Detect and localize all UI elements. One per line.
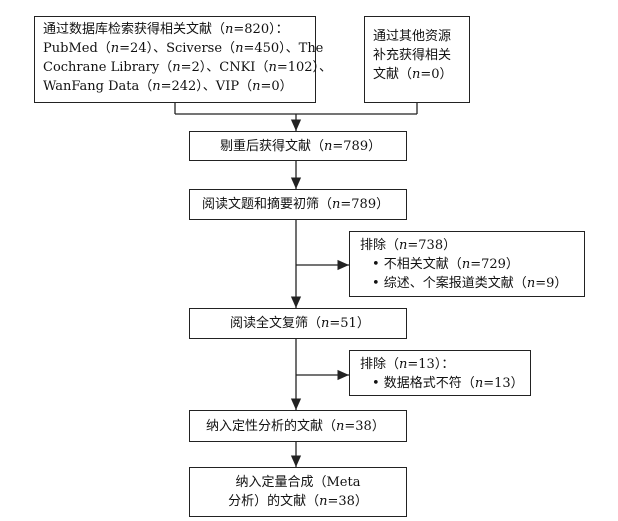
quant-line-2-text: 分析）的文献（ [228,494,320,509]
exclusion-box-2: 排除（n=13）： • 数据格式不符（n=13） [349,350,531,396]
excl1-line-1-text: 排除（ [360,238,400,253]
dedup-line: 剔重后获得文献（n=789） [220,137,406,156]
qual-text: 纳入定性分析的文献（ [206,419,337,434]
screen-line: 阅读文题和摘要初筛（n=789） [202,195,406,214]
fulltext-text: 阅读全文复筛（ [230,316,322,331]
excl1-line-2-text: • 不相关文献（ [372,257,462,272]
screen-text: 阅读文题和摘要初筛（ [202,197,333,212]
n-symbol: n [321,316,330,331]
excl1-line-3: • 综述、个案报道类文献（n=9） [360,274,584,293]
fulltext-line: 阅读全文复筛（n=51） [230,314,406,333]
n-symbol: n [461,257,471,272]
search-line-2-mid: =24）、Sciverse（ [119,41,236,56]
search-line-3: Cochrane Library（n=2）、CNKI（n=102）、 [43,58,332,77]
n-symbol: n [235,41,244,56]
quant-line-2-count: =38） [327,494,368,509]
title-abstract-screen-box: 阅读文题和摘要初筛（n=789） [189,189,407,220]
n-symbol: n [152,79,161,94]
quantitative-synthesis-box: 纳入定量合成（Meta 分析）的文献（n=38） [189,467,407,517]
excl1-line-1-count: =738） [407,238,457,253]
excl2-line-1-count: =13）： [407,357,455,372]
excl2-line-2: • 数据格式不符（n=13） [360,374,530,393]
n-symbol: n [526,276,536,291]
search-line-4: WanFang Data（n=242）、VIP（n=0） [43,77,307,96]
n-symbol: n [336,419,345,434]
qual-line: 纳入定性分析的文献（n=38） [206,417,406,436]
dedup-count: =789） [332,139,382,154]
excl1-line-2: • 不相关文献（n=729） [360,255,584,274]
search-line-3-text: Cochrane Library（ [43,60,173,75]
other-line-3-text: 文献（ [373,67,413,82]
n-symbol: n [319,494,328,509]
other-line-3: 文献（n=0） [373,65,461,84]
qualitative-synthesis-box: 纳入定性分析的文献（n=38） [189,410,407,442]
n-symbol: n [474,376,484,391]
excl2-line-2-text: • 数据格式不符（ [372,376,475,391]
search-line-1-count: =820）： [233,22,289,37]
n-symbol: n [172,60,181,75]
excl1-line-3-text: • 综述、个案报道类文献（ [372,276,527,291]
n-symbol: n [399,238,408,253]
search-line-1-text: 通过数据库检索获得相关文献（ [43,22,226,37]
search-line-2-end: =450）、The [243,41,324,56]
screen-count: =789） [340,197,390,212]
fulltext-count: =51） [329,316,370,331]
other-line-3-count: =0） [420,67,453,82]
search-line-4-mid: =242）、VIP（ [160,79,253,94]
n-symbol: n [225,22,234,37]
qual-count: =38） [344,419,385,434]
quant-line-1: 纳入定量合成（Meta [235,475,361,490]
n-symbol: n [399,357,408,372]
exclusion-box-1: 排除（n=738） • 不相关文献（n=729） • 综述、个案报道类文献（n=… [349,231,585,297]
n-symbol: n [324,139,333,154]
fulltext-screen-box: 阅读全文复筛（n=51） [189,308,407,339]
other-sources-box: 通过其他资源 补充获得相关 文献（n=0） [364,16,470,103]
excl2-line-2-count: =13） [483,376,524,391]
search-line-3-mid: =2）、CNKI（ [180,60,269,75]
n-symbol: n [332,197,341,212]
other-line-1: 通过其他资源 [373,29,452,44]
search-line-2-text: PubMed（ [43,41,111,56]
search-line-2: PubMed（n=24）、Sciverse（n=450）、The [43,39,323,58]
excl2-line-1: 排除（n=13）： [360,355,530,374]
dedup-text: 剔重后获得文献（ [220,139,325,154]
excl1-line-3-count: =9） [535,276,568,291]
search-line-4-text: WanFang Data（ [43,79,153,94]
n-symbol: n [268,60,277,75]
quant-line-2: 分析）的文献（n=38） [190,492,406,511]
n-symbol: n [412,67,421,82]
deduplicated-box: 剔重后获得文献（n=789） [189,131,407,161]
search-line-4-end: =0） [260,79,293,94]
n-symbol: n [110,41,120,56]
database-search-box: 通过数据库检索获得相关文献（n=820）： PubMed（n=24）、Scive… [34,16,332,103]
search-line-3-end: =102）、 [276,60,333,75]
excl2-line-1-text: 排除（ [360,357,400,372]
search-line-1: 通过数据库检索获得相关文献（n=820）： [43,20,307,39]
other-line-2: 补充获得相关 [373,48,452,63]
excl1-line-2-count: =729） [470,257,519,272]
excl1-line-1: 排除（n=738） [360,236,584,255]
n-symbol: n [252,79,261,94]
